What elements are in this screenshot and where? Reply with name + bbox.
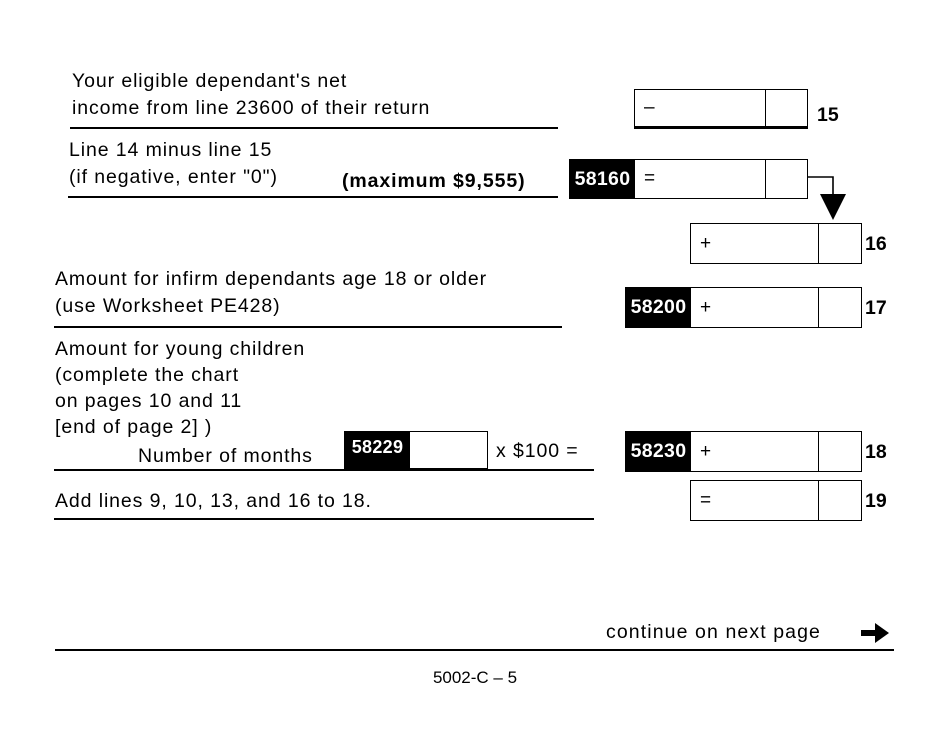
line15-label-2: income from line 23600 of their return bbox=[72, 97, 431, 119]
line17-rule bbox=[54, 326, 562, 328]
line18-rule bbox=[54, 469, 594, 471]
number-of-months-input[interactable] bbox=[414, 434, 488, 466]
continue-on-next-page: continue on next page bbox=[606, 621, 822, 643]
line18-cents-input[interactable] bbox=[822, 434, 862, 469]
field-code-58229: 58229 bbox=[344, 431, 411, 469]
footer-rule bbox=[55, 649, 894, 651]
field-code-58200: 58200 bbox=[625, 287, 692, 328]
line-number-15: 15 bbox=[817, 104, 839, 126]
line16-amount-box[interactable]: + bbox=[690, 223, 862, 264]
page-identifier: 5002-C – 5 bbox=[432, 668, 518, 687]
line17-dollars-input[interactable] bbox=[719, 290, 819, 325]
line-number-16: 16 bbox=[865, 233, 887, 255]
line18-label-3: on pages 10 and 11 bbox=[55, 390, 243, 412]
arrow-right-icon bbox=[861, 623, 889, 643]
line16-calc-label-1: Line 14 minus line 15 bbox=[69, 139, 273, 161]
multiplier-label: x $100 = bbox=[496, 440, 579, 462]
field-code-58230: 58230 bbox=[625, 431, 692, 472]
line-number-19: 19 bbox=[865, 490, 887, 512]
line19-rule bbox=[54, 518, 594, 520]
line16-calc-rule bbox=[68, 196, 558, 198]
line19-label: Add lines 9, 10, 13, and 16 to 18. bbox=[55, 490, 372, 512]
line18-label-4: [end of page 2] ) bbox=[55, 416, 213, 438]
line17-cents-input[interactable] bbox=[822, 290, 862, 325]
line16-dollars-input[interactable] bbox=[719, 226, 819, 261]
line15-cents-input[interactable] bbox=[769, 92, 809, 124]
equals-operator: = bbox=[644, 168, 656, 189]
number-of-months-label: Number of months bbox=[138, 445, 313, 467]
line19-amount-box[interactable]: = bbox=[690, 480, 862, 521]
line16-cents-input[interactable] bbox=[822, 226, 862, 261]
plus-operator: + bbox=[700, 233, 712, 254]
line15-rule bbox=[70, 127, 558, 129]
minus-operator: – bbox=[644, 97, 655, 118]
line15-dollars-input[interactable] bbox=[663, 92, 765, 124]
plus-operator: + bbox=[700, 441, 712, 462]
line16-calc-dollars-input[interactable] bbox=[663, 162, 765, 196]
line17-label-2: (use Worksheet PE428) bbox=[55, 295, 281, 317]
line-number-17: 17 bbox=[865, 297, 887, 319]
line19-dollars-input[interactable] bbox=[719, 483, 819, 518]
maximum-amount-note: (maximum $9,555) bbox=[342, 170, 526, 192]
line17-amount-box[interactable]: + bbox=[690, 287, 862, 328]
line19-cents-input[interactable] bbox=[822, 483, 862, 518]
line15-amount-box[interactable]: – bbox=[634, 89, 809, 129]
line18-amount-box[interactable]: + bbox=[690, 431, 862, 472]
line15-label-1: Your eligible dependant's net bbox=[72, 70, 348, 92]
arrow-down-connector-icon bbox=[808, 176, 846, 220]
line18-dollars-input[interactable] bbox=[719, 434, 819, 469]
field-code-58160: 58160 bbox=[569, 159, 636, 199]
equals-operator: = bbox=[700, 490, 712, 511]
plus-operator: + bbox=[700, 297, 712, 318]
line18-label-2: (complete the chart bbox=[55, 364, 240, 386]
line16-calc-cents-input[interactable] bbox=[769, 162, 809, 196]
line16-calc-label-2: (if negative, enter "0") bbox=[69, 166, 278, 188]
number-of-months-box[interactable] bbox=[409, 431, 488, 469]
line18-label-1: Amount for young children bbox=[55, 338, 306, 360]
line16-calc-amount-box[interactable]: = bbox=[634, 159, 809, 199]
line-number-18: 18 bbox=[865, 441, 887, 463]
line17-label-1: Amount for infirm dependants age 18 or o… bbox=[55, 268, 487, 290]
